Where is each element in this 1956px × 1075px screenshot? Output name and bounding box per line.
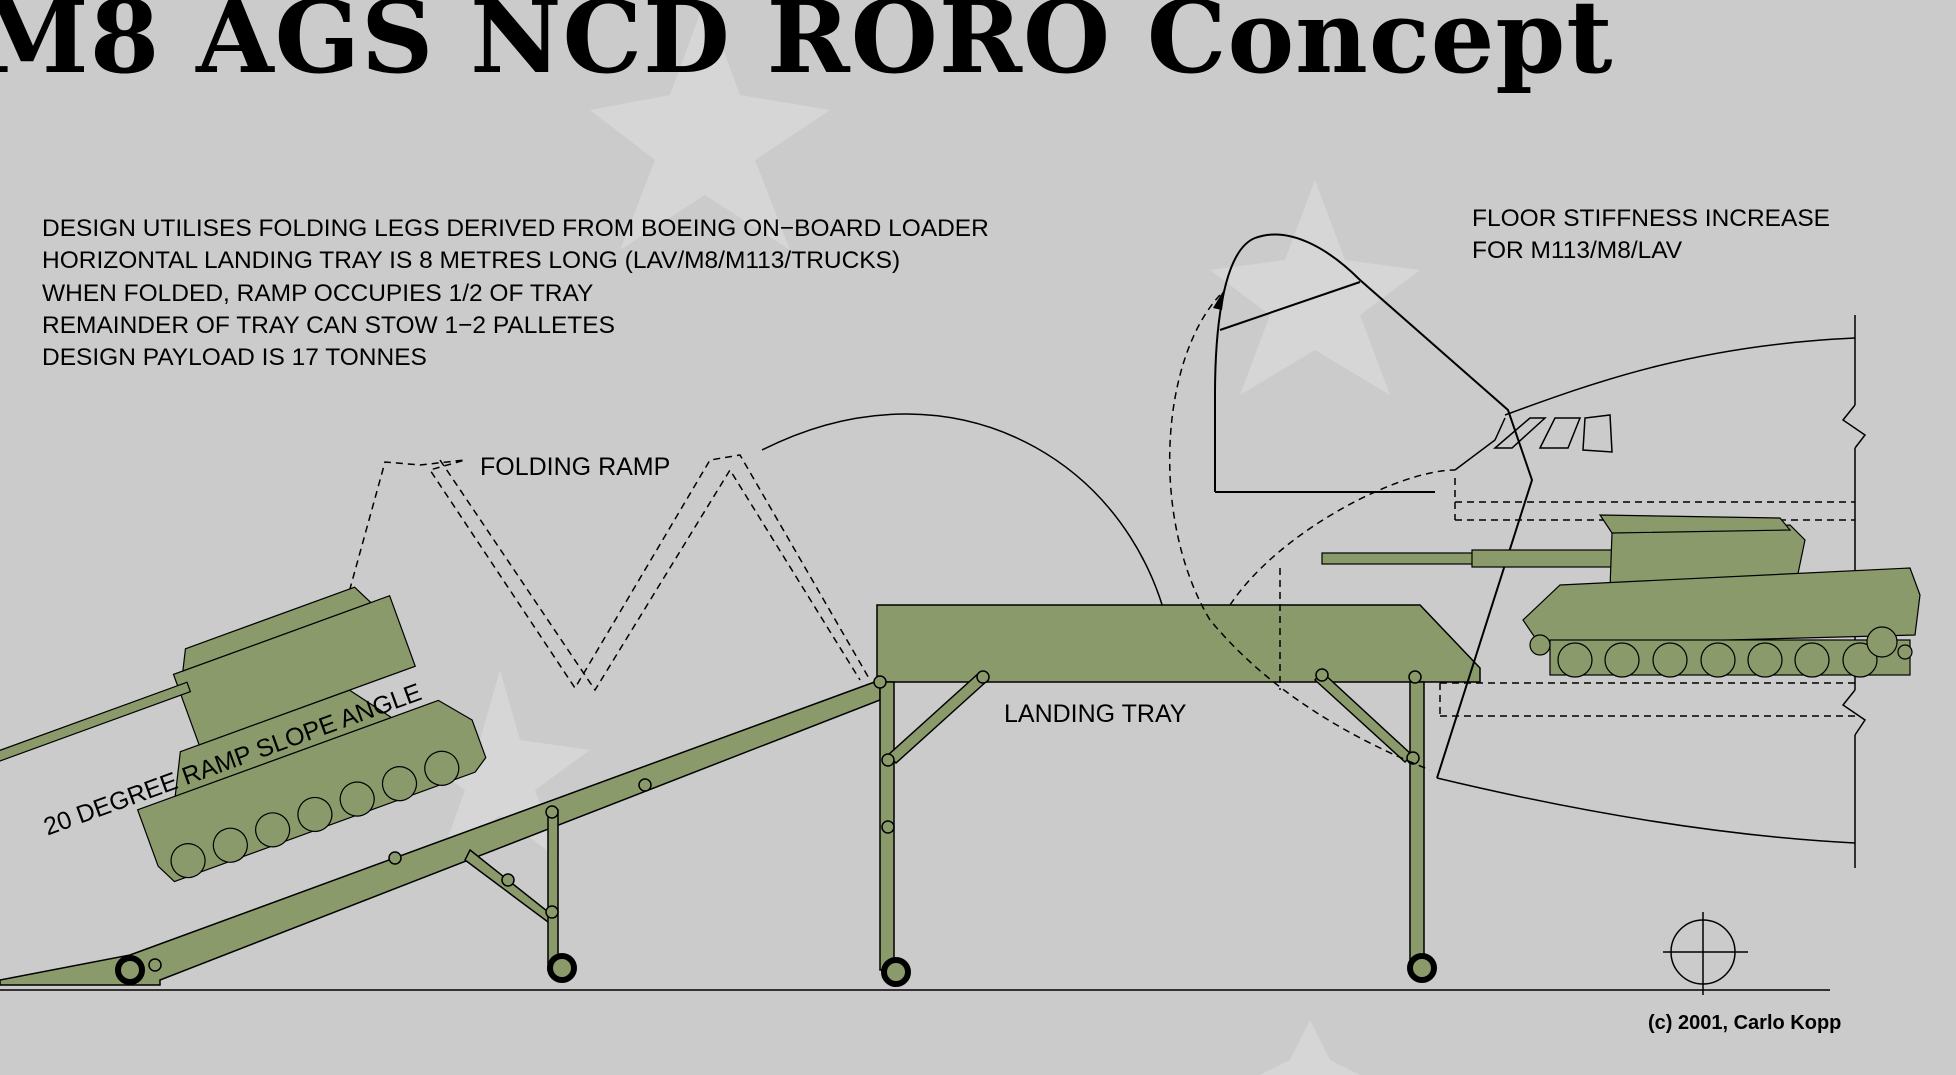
aircraft-nose <box>1214 233 1856 844</box>
note-line: WHEN FOLDED, RAMP OCCUPIES 1/2 OF TRAY <box>42 279 594 307</box>
folding-ramp-label: FOLDING RAMP <box>480 453 671 481</box>
note-line: DESIGN PAYLOAD IS 17 TONNES <box>42 344 427 372</box>
fuselage-break <box>1841 315 1867 868</box>
visor-arrowhead <box>1213 288 1225 310</box>
visor-swing-lines <box>1168 294 1855 771</box>
watermark-star-left <box>410 670 590 860</box>
fold-arc-arrow <box>761 413 1176 669</box>
landing-tray-label: LANDING TRAY <box>1004 700 1187 728</box>
wheel-tray-front <box>881 957 911 987</box>
note-line: REMAINDER OF TRAY CAN STOW 1−2 PALLETES <box>42 311 615 339</box>
note-line: DESIGN UTILISES FOLDING LEGS DERIVED FRO… <box>42 215 989 242</box>
copyright-text: (c) 2001, Carlo Kopp <box>1648 1012 1842 1034</box>
wheel-ramp-front <box>115 955 145 985</box>
wheel-ramp-leg <box>547 953 577 983</box>
floor-note-line: FOR M113/M8/LAV <box>1472 237 1683 264</box>
page-title: M8 AGS NCD RORO Concept <box>0 0 1614 96</box>
tray-joints <box>873 668 1422 834</box>
watermark-star-right <box>1210 180 1420 395</box>
tank-in-aircraft <box>1321 514 1921 678</box>
wheel-tray-rear <box>1407 953 1437 983</box>
landing-tray <box>876 604 1481 971</box>
folding-ramp-outline <box>339 454 871 692</box>
ramp-hinges <box>148 778 652 972</box>
watermark-star-top <box>590 0 830 250</box>
floor-stiffness-note: FLOOR STIFFNESS INCREASE FOR M113/M8/LAV <box>1472 203 1830 267</box>
watermark-stars <box>410 0 1420 1075</box>
crosshair-symbol <box>1663 912 1748 995</box>
design-notes: DESIGN UTILISES FOLDING LEGS DERIVED FRO… <box>42 213 989 374</box>
tank-on-ramp <box>0 586 487 883</box>
note-line: HORIZONTAL LANDING TRAY IS 8 METRES LONG… <box>42 247 901 275</box>
watermark-star-bottom <box>1260 1020 1360 1075</box>
floor-note-line: FLOOR STIFFNESS INCREASE <box>1472 205 1831 232</box>
wheels <box>115 953 1437 987</box>
aircraft-windows <box>1492 414 1613 453</box>
